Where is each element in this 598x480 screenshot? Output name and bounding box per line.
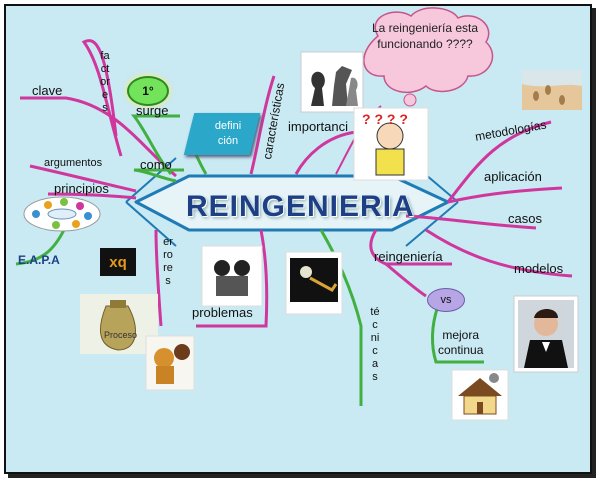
- branch-importancia: [294, 130, 357, 175]
- label-importancia: importanci: [288, 119, 348, 134]
- branch-mejora: [431, 305, 484, 364]
- branch-argumentos: [29, 164, 137, 193]
- label-clave: clave: [32, 83, 63, 98]
- branch-problemas: [196, 229, 269, 328]
- badge-first: 1°: [127, 76, 169, 106]
- branch-como: [133, 168, 184, 183]
- branch-vs: [385, 262, 427, 298]
- label-surge: surge: [136, 103, 169, 118]
- label-casos: casos: [508, 211, 542, 226]
- problems-cartoon-picture: [201, 245, 263, 307]
- branch-aplicacion: [447, 186, 563, 204]
- label-factores: factores: [100, 50, 110, 114]
- label-aplicacion: aplicación: [484, 169, 542, 184]
- central-title: REINGENIERIA: [186, 190, 415, 223]
- branch-factores: [81, 39, 123, 157]
- confused-person-picture: ? ? ? ?: [353, 107, 429, 181]
- house-picture: [451, 369, 509, 421]
- label-definicion-1: defini: [214, 120, 242, 132]
- svg-text:Proceso: Proceso: [104, 330, 137, 340]
- badge-vs: vs: [427, 288, 465, 312]
- label-reingenieria: reingeniería: [374, 249, 443, 264]
- label-mejora-2: continua: [438, 343, 484, 357]
- label-problemas: problemas: [192, 305, 253, 320]
- central-arrow-inner: [125, 157, 459, 247]
- badge-first-text: 1°: [142, 84, 154, 98]
- branch-lines: ? ? ? ? Proceso: [15, 7, 582, 421]
- label-definicion-2: ción: [217, 135, 239, 147]
- branch-errores: [154, 229, 163, 327]
- actor-portrait-picture: [513, 295, 579, 373]
- lion-ringmaster-picture: [145, 335, 195, 391]
- label-mejora-continua: mejora continua: [438, 328, 483, 358]
- mind-map-frame: ? ? ? ? Proceso: [4, 4, 592, 474]
- label-como: como: [140, 157, 172, 172]
- label-definicion: defini ción: [205, 119, 251, 149]
- branch-metodologias: [446, 120, 552, 203]
- branch-principios: [47, 192, 137, 200]
- skeleton-trumpet-picture: [285, 251, 343, 315]
- branch-surge: [130, 114, 180, 175]
- label-eapa: E.A.P.A: [18, 253, 60, 267]
- label-tecnicas: técnicas: [370, 306, 380, 383]
- label-argumentos: argumentos: [44, 157, 103, 169]
- cloud-text: La reingeniería esta funcionando ????: [371, 21, 479, 51]
- label-xq: xq: [100, 248, 136, 276]
- label-mejora-1: mejora: [442, 328, 480, 342]
- money-bag-picture: Proceso: [80, 294, 158, 354]
- process-cycle-diagram: [23, 196, 101, 232]
- branch-casos: [405, 214, 537, 230]
- sand-footprints-picture: [522, 70, 582, 110]
- label-principios: principios: [54, 181, 109, 196]
- branch-caracteristicas: [249, 75, 276, 175]
- branch-tecnicas: [319, 229, 363, 406]
- branch-reingenieria: [369, 229, 452, 266]
- chess-pieces-picture: [300, 51, 364, 113]
- branch-modelos: [425, 228, 573, 278]
- svg-text:? ? ? ?: ? ? ? ?: [362, 111, 408, 127]
- label-errores: errores: [163, 236, 173, 287]
- label-modelos: modelos: [514, 261, 564, 276]
